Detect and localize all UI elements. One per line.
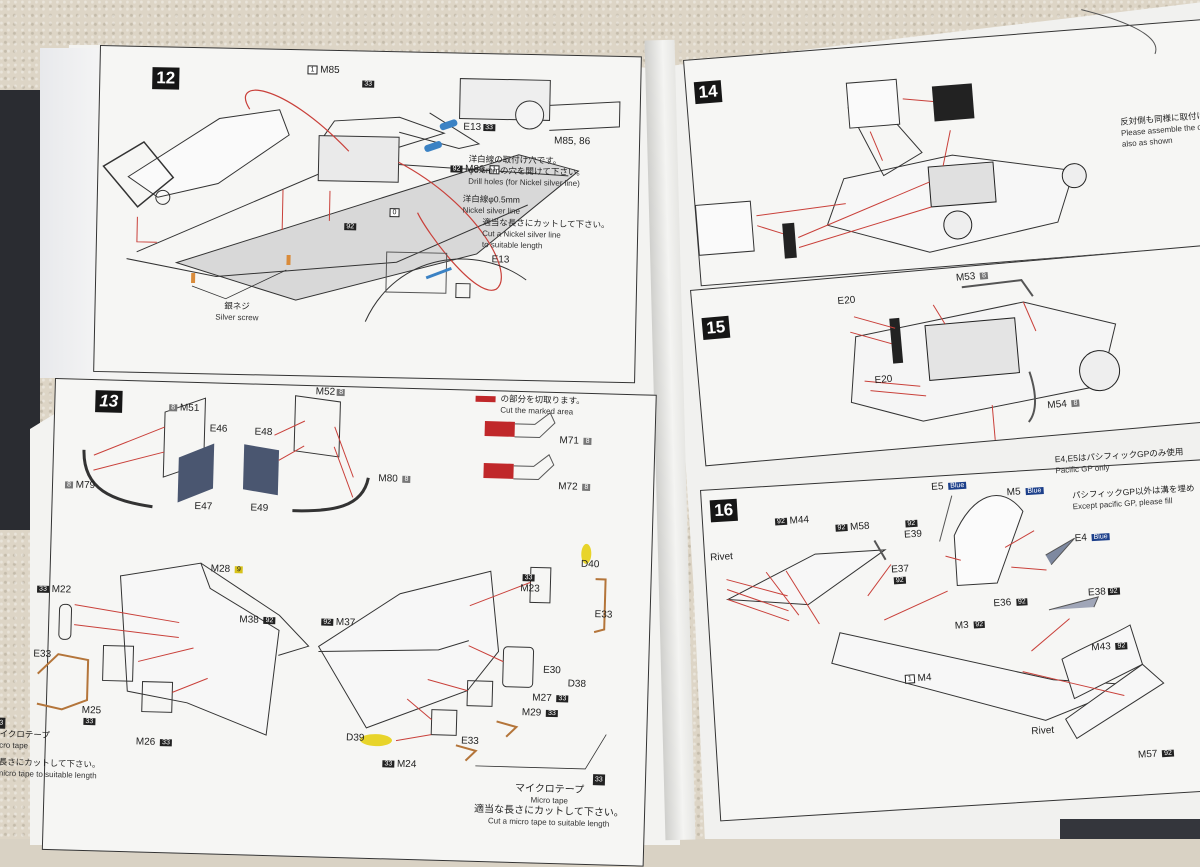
exhaust-drawing <box>850 279 1121 441</box>
label-e46: E46 <box>209 423 228 435</box>
label-e4: E4 Blue <box>1074 532 1110 545</box>
label-e33-left: E33 <box>33 648 52 660</box>
label-e47: E47 <box>194 500 213 513</box>
label-m85-badge: 33 <box>362 80 375 88</box>
label-e20-top: E20 <box>837 294 856 308</box>
chassis-drawing <box>102 78 621 322</box>
engine-install-drawing <box>694 9 1157 259</box>
label-m5: M5 Blue <box>1006 486 1044 499</box>
micro-tape-note-left: 33 マイクロテープ Micro tape な長さにカットして下さい。 a mi… <box>0 717 102 781</box>
label-m26: M26 33 <box>135 736 172 748</box>
label-rivet-top: Rivet <box>709 551 734 564</box>
label-m27: M27 33 <box>532 692 569 704</box>
label-m51: 8 M51 <box>169 402 200 415</box>
step-15-panel: 15 E20 E20 M53 8 M54 8 <box>690 242 1200 467</box>
label-rivet-bottom: Rivet <box>1031 724 1055 738</box>
label-e33-right: E33 <box>594 609 613 621</box>
label-m4: 1 M4 <box>903 672 932 685</box>
label-m22: 33 M22 <box>37 583 72 596</box>
label-m72: M72 8 <box>558 481 591 493</box>
nickel-silver-note: 洋白線φ0.5mm Nickel silver line <box>462 193 521 216</box>
silver-screw-note: 銀ネジ Silver screw <box>215 300 259 323</box>
label-e36: E36 92 <box>993 597 1029 610</box>
label-e49: E49 <box>250 502 269 515</box>
cut-marked-note: の部分を切取ります。 Cut the marked area <box>500 393 585 417</box>
label-e20-bottom: E20 <box>874 373 893 387</box>
label-m44: 92 M44 <box>774 514 810 527</box>
label-m28: M28 9 <box>210 563 243 575</box>
label-m37: 92 M37 <box>321 616 356 629</box>
other-side-note: 反対側も同様に取付けます Please assemble the other a… <box>1119 108 1200 149</box>
drill-holes-note: 洋白線の取付け穴です。 φ0.6mmの穴を開けて下さい。 Drill holes… <box>468 153 586 189</box>
dark-fabric-bottom-right <box>1060 819 1200 839</box>
step-14-panel: 14 反対側も同様に取付けます Please assemble the othe… <box>683 9 1200 287</box>
label-m3: M3 92 <box>954 619 986 632</box>
label-m85-86: M85, 86 <box>553 135 591 148</box>
part-badge: 1 <box>307 65 318 75</box>
micro-tape-note: 33 マイクロテープ Micro tape 適当な長さにカットして下さい。 Cu… <box>474 771 625 831</box>
label-e30: E30 <box>542 664 561 677</box>
label-m57: M57 92 <box>1137 748 1175 761</box>
label-m85: 1 M85 <box>305 64 340 76</box>
label-m24: 33 M24 <box>382 758 417 771</box>
front-wing-drawing <box>725 495 1165 740</box>
sidepod-parts-drawing <box>36 395 607 770</box>
label-m29: M29 33 <box>521 707 558 719</box>
cut-length-note: 適当な長さにカットして下さい。 Cut a Nickel silver line… <box>481 217 610 251</box>
label-m58: 92 M58 <box>835 520 870 533</box>
step-12-panel: 12 1 M85 <box>93 45 642 384</box>
label-e48: E48 <box>254 426 273 439</box>
label-e5: E5 Blue <box>930 481 967 493</box>
label-m43: M43 92 <box>1091 641 1128 654</box>
label-d40: D40 <box>580 558 600 571</box>
label-d38: D38 <box>567 678 587 690</box>
step-13-panel: 13 <box>0 378 657 867</box>
label-m71: M71 8 <box>559 435 592 447</box>
label-part-92: 92 <box>344 223 357 231</box>
label-d39: D39 <box>345 732 365 744</box>
label-e13-inset: E13 <box>491 254 510 266</box>
label-e33-bottom: E33 <box>460 735 479 747</box>
label-m80: M80 8 <box>378 473 411 485</box>
label-part-0: 0 <box>387 207 400 218</box>
label-m38: M38 92 <box>239 614 276 626</box>
label-m79: 8 M79 <box>64 479 96 492</box>
